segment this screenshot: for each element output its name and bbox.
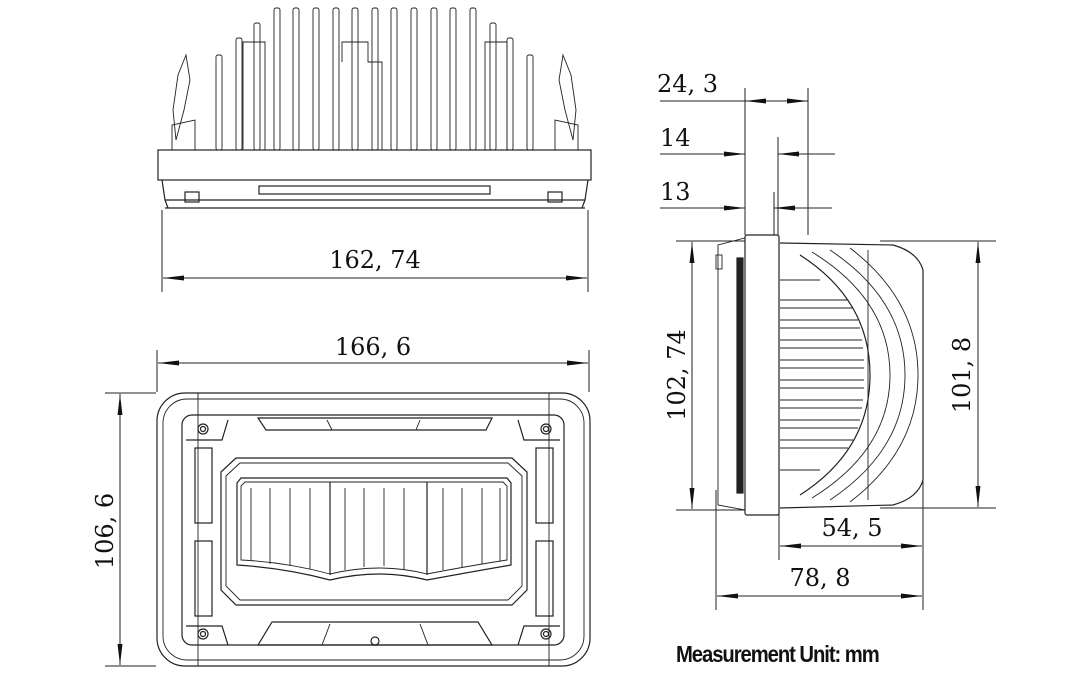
dimension-height-right: 101, 8 (880, 240, 996, 509)
dimension-depth-inner: 54, 5 (778, 480, 924, 610)
dim-label-78-8: 78, 8 (789, 564, 850, 592)
bezel (156, 392, 591, 667)
lens-ribs (250, 488, 501, 570)
dimension-width-top: 162, 74 (161, 210, 589, 292)
top-view: 162, 74 (157, 7, 592, 292)
dim-label-162-74: 162, 74 (329, 246, 421, 274)
dimension-height-left: 102, 74 (663, 240, 745, 511)
side-lamps (186, 419, 560, 646)
lens-housing (220, 457, 528, 606)
dim-label-106-6: 106, 6 (91, 493, 119, 569)
side-view: 24, 3 14 13 102, 74 101, 8 54, 5 (657, 70, 996, 610)
dim-label-166-6: 166, 6 (335, 333, 411, 361)
dimension-depth-total: 78, 8 (715, 490, 922, 610)
dimension-width-front: 166, 6 (156, 333, 590, 392)
side-heatsink (779, 242, 924, 509)
side-fins (780, 279, 864, 471)
measurement-unit-label: Measurement Unit: mm (676, 641, 880, 667)
dimension-top-stack: 24, 3 14 13 (657, 70, 835, 235)
dim-label-101-8: 101, 8 (948, 337, 976, 413)
dim-label-24-3: 24, 3 (657, 70, 718, 98)
dim-label-54-5: 54, 5 (821, 514, 882, 542)
side-bezel (715, 234, 780, 516)
dim-label-13: 13 (660, 178, 691, 206)
screw-holes (197, 423, 552, 640)
dim-label-14: 14 (660, 124, 691, 152)
drl-strips (256, 417, 494, 646)
dimension-height-front: 106, 6 (91, 392, 156, 667)
housing (157, 149, 592, 209)
dim-label-102-74: 102, 74 (663, 329, 691, 421)
front-view: 166, 6 106, 6 (91, 333, 591, 667)
heatsink-fins (171, 7, 579, 151)
